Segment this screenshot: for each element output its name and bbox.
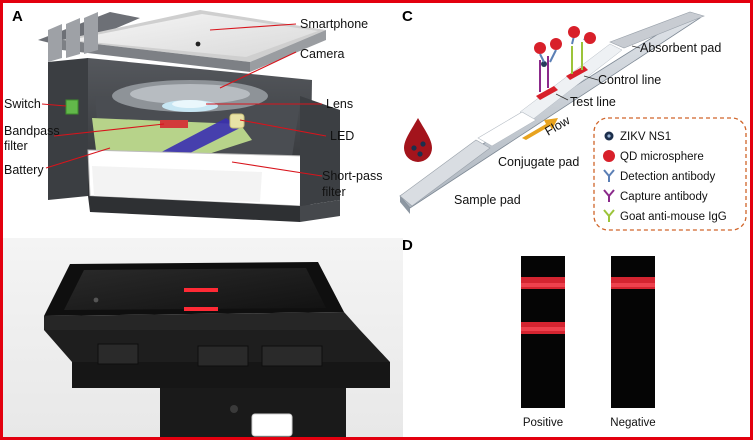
- test-line-complexes: [534, 38, 562, 92]
- positive-caption: Positive: [523, 417, 563, 429]
- battery-label: Battery: [4, 163, 44, 177]
- negative-strip: [611, 256, 655, 408]
- shortpass-label-2: filter: [322, 185, 346, 199]
- bandpass-label-2: filter: [4, 139, 28, 153]
- conjugate-pad-label: Conjugate pad: [498, 155, 579, 169]
- blood-drop-icon: [404, 118, 432, 162]
- legend-item: Detection antibody: [620, 171, 716, 183]
- legend-item: QD microsphere: [620, 151, 704, 163]
- device-housing: [38, 10, 340, 222]
- phone-camera-dot: [195, 41, 201, 47]
- panel-c: C: [399, 8, 747, 231]
- switch-label: Switch: [4, 97, 41, 111]
- panel-d: D Positive Negative: [402, 237, 656, 429]
- sample-pad-label: Sample pad: [454, 193, 521, 207]
- device-photo: [44, 262, 390, 438]
- led-beam: [150, 118, 240, 158]
- switch: [65, 99, 79, 115]
- positive-strip: [521, 256, 565, 408]
- panel-b: B: [3, 237, 403, 438]
- shortpass-label-1: Short-pass: [322, 169, 382, 183]
- absorbent-pad-label: Absorbent pad: [640, 41, 721, 55]
- legend-item: Capture antibody: [620, 191, 708, 203]
- bandpass-label-1: Bandpass: [4, 124, 60, 138]
- detection-antibody-icon: [603, 169, 615, 182]
- goat-igg-icon: [603, 209, 615, 222]
- legend-item: ZIKV NS1: [620, 131, 671, 143]
- legend: ZIKV NS1 QD microsphere Detection antibo…: [593, 117, 747, 231]
- panel-d-label: D: [402, 237, 413, 254]
- legend-item: Goat anti-mouse IgG: [620, 211, 727, 223]
- absorbent-pad: [609, 11, 705, 49]
- panel-c-leaders: [555, 45, 641, 101]
- test-line: [536, 86, 558, 100]
- zikv-ns1-icon: [604, 131, 614, 141]
- negative-caption: Negative: [610, 417, 655, 429]
- panel-a-callouts: [41, 23, 327, 177]
- led-label: LED: [330, 129, 354, 143]
- qd-microsphere-icon: [603, 150, 615, 162]
- lens-label: Lens: [326, 97, 353, 111]
- control-line-label: Control line: [598, 73, 661, 87]
- camera-label: Camera: [300, 47, 345, 61]
- bandpass-filter: [160, 120, 188, 128]
- control-line-complexes: [568, 26, 596, 74]
- panel-a-label: A: [12, 8, 23, 25]
- screen-test-line: [184, 307, 218, 311]
- panel-a: A: [4, 8, 382, 222]
- capture-antibody-icon: [603, 189, 615, 202]
- sample-pad: [399, 139, 491, 207]
- conjugate-pad: [477, 111, 537, 147]
- test-line-label: Test line: [570, 95, 616, 109]
- led: [229, 113, 245, 129]
- panel-c-label: C: [402, 8, 413, 25]
- legend-box: [593, 117, 747, 231]
- screen-control-line: [184, 288, 218, 292]
- flow-arrow-icon: [522, 118, 558, 140]
- smartphone-label: Smartphone: [300, 17, 368, 31]
